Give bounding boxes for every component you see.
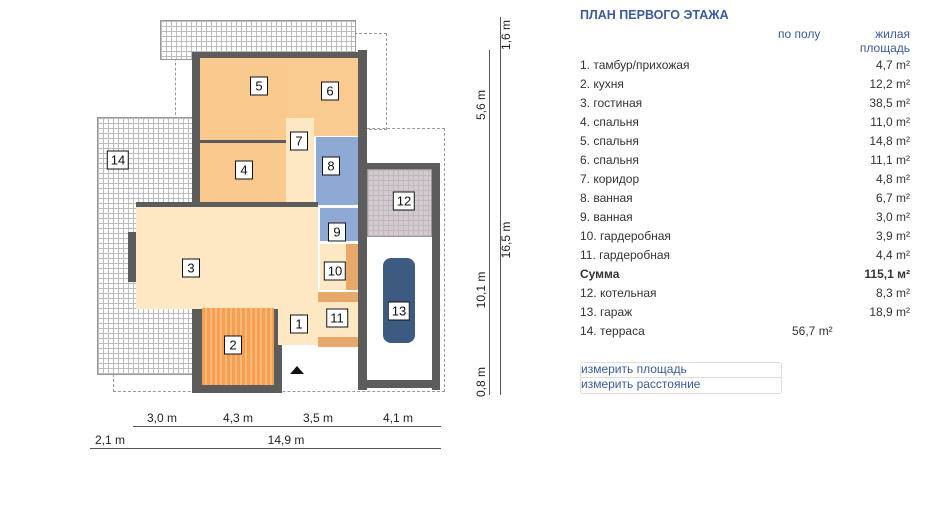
area-row: Сумма 115,1 м²	[580, 267, 912, 286]
room-name: 6. спальня	[580, 153, 639, 167]
room-label: 9	[328, 222, 346, 242]
wall	[192, 52, 367, 60]
room-name: 10. гардеробная	[580, 229, 671, 243]
room-12	[367, 169, 432, 237]
dimension-label: 14,9 m	[267, 433, 305, 447]
panel-title: ПЛАН ПЕРВОГО ЭТАЖА	[580, 8, 729, 22]
room-label: 6	[321, 81, 339, 101]
room-4	[200, 140, 286, 202]
dimension-label: 16,5 m	[499, 221, 513, 259]
room-name: 1. тамбур/прихожая	[580, 58, 690, 72]
area-row: 4. спальня 11,0 m²	[580, 115, 912, 134]
dimension-label: 2,1 m	[94, 433, 126, 447]
wall	[274, 300, 282, 392]
wall	[358, 380, 440, 388]
room-name: 8. ванная	[580, 191, 633, 205]
living-area: 115,1 м²	[864, 267, 910, 281]
room-label: 12	[392, 191, 416, 211]
room-5	[200, 58, 288, 140]
room-label: 8	[322, 156, 340, 176]
room-name: 13. гараж	[580, 305, 633, 319]
area-row: 10. гардеробная 3,9 m²	[580, 229, 912, 248]
room-name: 5. спальня	[580, 134, 639, 148]
wall	[358, 50, 367, 390]
area-row: 9. ванная 3,0 m²	[580, 210, 912, 229]
room-label: 4	[235, 160, 253, 180]
wall	[192, 52, 200, 202]
area-row: 12. котельная 8,3 m²	[580, 286, 912, 305]
area-row: 3. гостиная 38,5 m²	[580, 96, 912, 115]
dimension-label: 5,6 m	[474, 89, 488, 121]
entrance-arrow-icon	[290, 366, 304, 374]
column-living-line1: жилая	[875, 27, 910, 41]
room-name: 14. терраса	[580, 324, 645, 338]
area-row: 2. кухня 12,2 m²	[580, 77, 912, 96]
wall	[192, 308, 202, 393]
car-icon	[383, 258, 415, 343]
area-row: 5. спальня 14,8 m²	[580, 134, 912, 153]
room-name: Сумма	[580, 267, 620, 281]
dimension-label: 4,1 m	[382, 411, 414, 425]
room-label: 7	[290, 131, 308, 151]
wall	[128, 232, 136, 282]
wall	[432, 165, 440, 390]
room-label: 1	[290, 314, 308, 334]
wall	[358, 163, 440, 169]
room-label: 2	[224, 335, 242, 355]
room-name: 12. котельная	[580, 286, 657, 300]
room-name: 9. ванная	[580, 210, 633, 224]
column-living-line2: площадь	[859, 41, 910, 55]
dimension-label: 1,6 m	[499, 19, 513, 51]
dimension-label: 10,1 m	[474, 271, 488, 309]
room-name: 4. спальня	[580, 115, 639, 129]
living-area: 4,8 m²	[875, 172, 910, 186]
area-row: 1. тамбур/прихожая 4,7 m²	[580, 58, 912, 77]
dimension-label: 3,5 m	[302, 411, 334, 425]
floor-area: 56,7 m²	[792, 324, 833, 338]
dimension-label: 3,0 m	[146, 411, 178, 425]
column-floor: по полу	[778, 27, 821, 41]
area-row: 13. гараж 18,9 m²	[580, 305, 912, 324]
living-area: 11,1 m²	[870, 153, 910, 167]
room-name: 7. коридор	[580, 172, 640, 186]
area-row: 14. терраса 56,7 m²	[580, 324, 912, 343]
area-row: 8. ванная 6,7 m²	[580, 191, 912, 210]
room-label: 5	[250, 76, 268, 96]
dimension-line	[500, 17, 501, 395]
dimension-line	[133, 426, 441, 427]
area-row: 6. спальня 11,1 m²	[580, 153, 912, 172]
living-area: 38,5 m²	[869, 96, 910, 110]
room-name: 2. кухня	[580, 77, 624, 91]
living-area: 3,0 m²	[875, 210, 910, 224]
living-area: 18,9 m²	[869, 305, 910, 319]
measure-distance-button[interactable]: измерить расстояние	[580, 377, 782, 394]
living-area: 14,8 m²	[869, 134, 910, 148]
living-area: 12,2 m²	[869, 77, 910, 91]
dimension-line	[90, 448, 441, 449]
living-area: 8,3 m²	[875, 286, 910, 300]
room-label: 10	[323, 261, 347, 281]
dimension-label: 0,8 m	[474, 366, 488, 398]
dimension-label: 4,3 m	[222, 411, 254, 425]
wall	[192, 385, 282, 393]
room-name: 11. гардеробная	[580, 248, 671, 262]
room-name: 3. гостиная	[580, 96, 643, 110]
area-row: 11. гардеробная 4,4 m²	[580, 248, 912, 267]
room-label: 11	[326, 308, 348, 328]
room-label: 14	[106, 150, 130, 170]
room-label: 3	[182, 258, 200, 278]
living-area: 4,7 m²	[875, 58, 910, 72]
living-area: 3,9 m²	[875, 229, 910, 243]
room-label: 13	[387, 301, 411, 321]
living-area: 4,4 m²	[875, 248, 910, 262]
area-row: 7. коридор 4,8 m²	[580, 172, 912, 191]
living-area: 6,7 m²	[875, 191, 910, 205]
dimension-line	[489, 50, 490, 395]
living-area: 11,0 m²	[870, 115, 910, 129]
floor-plan: 1 2 3 4 5 6 7 8 9 10 11 12 13 14 3,0 m 4…	[90, 17, 513, 449]
